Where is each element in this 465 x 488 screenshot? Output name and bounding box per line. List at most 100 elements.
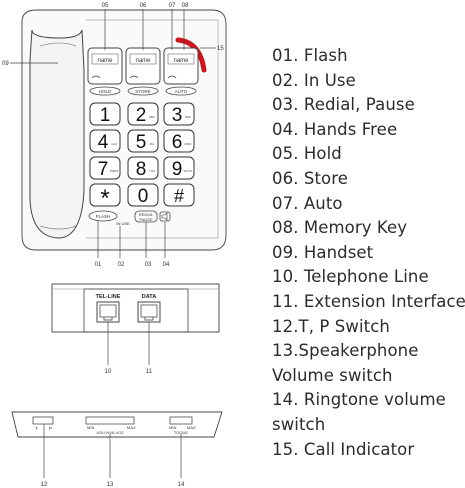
callout-02: 02: [118, 262, 125, 268]
redial-pause-button[interactable]: REDIAL PAUSE: [134, 210, 158, 223]
legend-item-redial-pause: 03. Redial, Pause: [272, 95, 415, 115]
key-3-digit: 3: [172, 105, 183, 126]
callout-03: 03: [145, 262, 152, 268]
in-use-label: IN USE: [116, 221, 130, 226]
legend-item-memory-key: 08. Memory Key: [272, 218, 408, 238]
memory-keys: name name name: [87, 47, 199, 85]
hands-free-button[interactable]: [159, 211, 171, 222]
ringtone-volume-switch[interactable]: MIN MAX TOQUE: [169, 416, 196, 435]
key-5-letters: JKL: [149, 142, 155, 146]
callout-lines-ports: [107, 322, 150, 365]
legend-item-auto: 07. Auto: [272, 193, 343, 213]
key-0-digit: 0: [138, 186, 149, 207]
memory-key-label: name: [135, 58, 151, 64]
key-8-digit: 8: [136, 159, 147, 180]
legend-item-tp-switch: 12.T, P Switch: [272, 316, 390, 336]
callout-04: 04: [163, 262, 170, 268]
memory-key-label: name: [97, 58, 113, 64]
speaker-volume-switch[interactable]: MIN MAX VOL/VIVA-VOZ: [85, 416, 136, 435]
key-star[interactable]: *: [89, 183, 121, 212]
key-3-letters: DEF: [185, 115, 191, 119]
hold-button[interactable]: HOLD: [89, 86, 121, 96]
callout-05: 05: [102, 3, 109, 9]
vol-max-label: MAX: [127, 425, 136, 430]
key-9[interactable]: 9 WXYZ: [163, 156, 195, 180]
data-jack[interactable]: [137, 301, 161, 323]
callout-11: 11: [146, 369, 153, 375]
legend-item-store: 06. Store: [272, 168, 348, 188]
key-5[interactable]: 5 JKL: [127, 129, 159, 153]
memory-key-3[interactable]: name: [163, 47, 199, 85]
callout-10: 10: [105, 369, 112, 375]
legend-item-in-use: 02. In Use: [272, 70, 356, 90]
legend-item-extension-interface: 11. Extension Interface: [272, 291, 465, 311]
key-4-digit: 4: [98, 132, 109, 153]
store-button[interactable]: STORE: [127, 86, 159, 96]
key-6-digit: 6: [172, 132, 183, 153]
memory-key-1[interactable]: name: [87, 47, 123, 85]
callout-14: 14: [178, 482, 185, 488]
key-9-letters: WXYZ: [184, 169, 193, 173]
legend-item-hold: 05. Hold: [272, 144, 342, 164]
key-hash[interactable]: #: [163, 183, 195, 207]
flash-button[interactable]: FLASH: [88, 210, 118, 222]
hold-label: HOLD: [99, 89, 112, 94]
key-1-digit: 1: [100, 105, 111, 126]
auto-button[interactable]: AUTO: [165, 86, 197, 96]
legend-item-ringtone-cont: switch: [272, 414, 326, 434]
vol-label: VOL/VIVA-VOZ: [96, 430, 124, 435]
key-2-digit: 2: [136, 105, 147, 126]
tp-switch[interactable]: T P: [32, 416, 54, 431]
side-panel: T P MIN MAX VOL/VIVA-VOZ MIN MAX TOQUE: [11, 411, 223, 438]
key-3[interactable]: 3 DEF: [163, 102, 195, 126]
key-star-symbol: *: [100, 185, 109, 212]
t-label: T: [35, 426, 38, 431]
callout-lines-top: [10, 9, 216, 258]
back-ports-panel: TEL-LINE DATA: [51, 283, 220, 333]
key-7-digit: 7: [98, 159, 109, 180]
key-8-letters: TUV: [149, 169, 155, 173]
legend-item-ringtone: 14. Ringtone volume: [272, 390, 446, 410]
key-6-letters: MNO: [185, 142, 193, 146]
key-2-letters: ABC: [149, 115, 156, 119]
key-5-digit: 5: [136, 132, 147, 153]
data-label: DATA: [142, 294, 156, 300]
key-9-digit: 9: [172, 159, 183, 180]
callout-15: 15: [217, 46, 224, 52]
key-hash-symbol: #: [174, 186, 184, 206]
key-2[interactable]: 2 ABC: [127, 102, 159, 126]
callout-07: 07: [169, 3, 176, 9]
auto-label: AUTO: [175, 89, 188, 94]
legend-item-handset: 09. Handset: [272, 242, 374, 262]
key-7[interactable]: 7 PQRS: [89, 156, 121, 180]
memory-key-label: name: [173, 58, 189, 64]
tel-line-label: TEL-LINE: [96, 294, 121, 300]
key-8[interactable]: 8 TUV: [127, 156, 159, 180]
handset: [29, 29, 85, 239]
key-6[interactable]: 6 MNO: [163, 129, 195, 153]
key-4-letters: GHI: [111, 142, 117, 146]
legend-item-call-indicator: 15. Call Indicator: [272, 439, 415, 459]
callout-08: 08: [182, 3, 189, 9]
legend-item-flash: 01. Flash: [272, 46, 348, 65]
store-label: STORE: [135, 89, 150, 94]
vol-min-label: MIN: [87, 425, 94, 430]
callout-01: 01: [95, 262, 102, 268]
callout-12: 12: [41, 482, 48, 488]
keypad: 1 2 ABC 3 DEF 4 GHI 5 JKL 6 MNO: [89, 102, 195, 212]
key-7-letters: PQRS: [110, 169, 119, 173]
key-4[interactable]: 4 GHI: [89, 129, 121, 153]
legend-item-telephone-line: 10. Telephone Line: [272, 267, 429, 287]
callout-06: 06: [140, 3, 147, 9]
tel-line-jack[interactable]: [96, 301, 120, 323]
pause-label: PAUSE: [139, 217, 153, 222]
key-0[interactable]: 0: [127, 183, 159, 207]
flash-label: FLASH: [96, 214, 111, 219]
key-1[interactable]: 1: [89, 102, 121, 126]
legend-item-speakerphone: 13.Speakerphone: [272, 341, 419, 361]
ring-label: TOQUE: [174, 430, 188, 435]
legend-item-hands-free: 04. Hands Free: [272, 119, 398, 139]
memory-key-2[interactable]: name: [125, 47, 161, 85]
legend-item-speakerphone-cont: Volume switch: [272, 365, 393, 385]
